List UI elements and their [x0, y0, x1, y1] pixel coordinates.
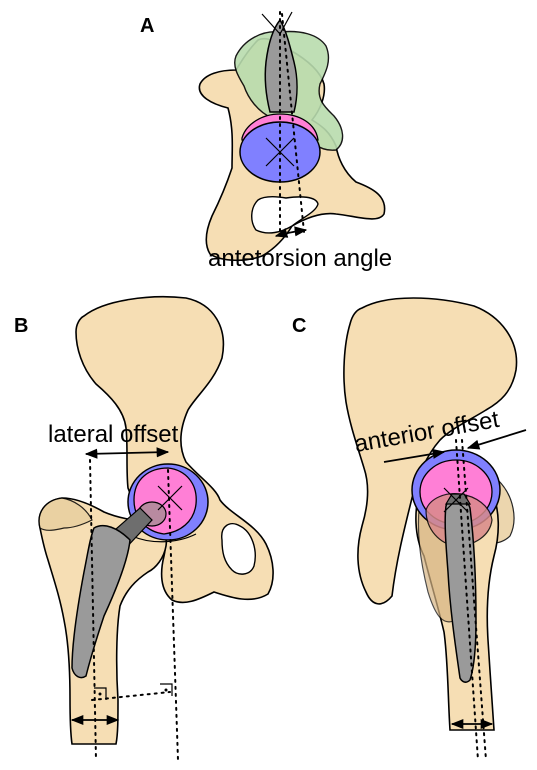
panel-a-obturator [252, 197, 318, 233]
panel-a: A antetorsion angle [140, 12, 392, 272]
panel-b: B lateral offset [14, 297, 273, 760]
panel-a-letter: A [140, 15, 154, 37]
panel-b-label: lateral offset [48, 421, 179, 448]
panel-b-right-angle-dot-1 [99, 693, 102, 696]
panel-c: C anterior offset [292, 298, 526, 760]
panel-b-letter: B [14, 315, 28, 337]
panel-a-label: antetorsion angle [208, 245, 392, 272]
panel-b-right-angle-dot-2 [165, 689, 168, 692]
panel-c-letter: C [292, 315, 306, 337]
